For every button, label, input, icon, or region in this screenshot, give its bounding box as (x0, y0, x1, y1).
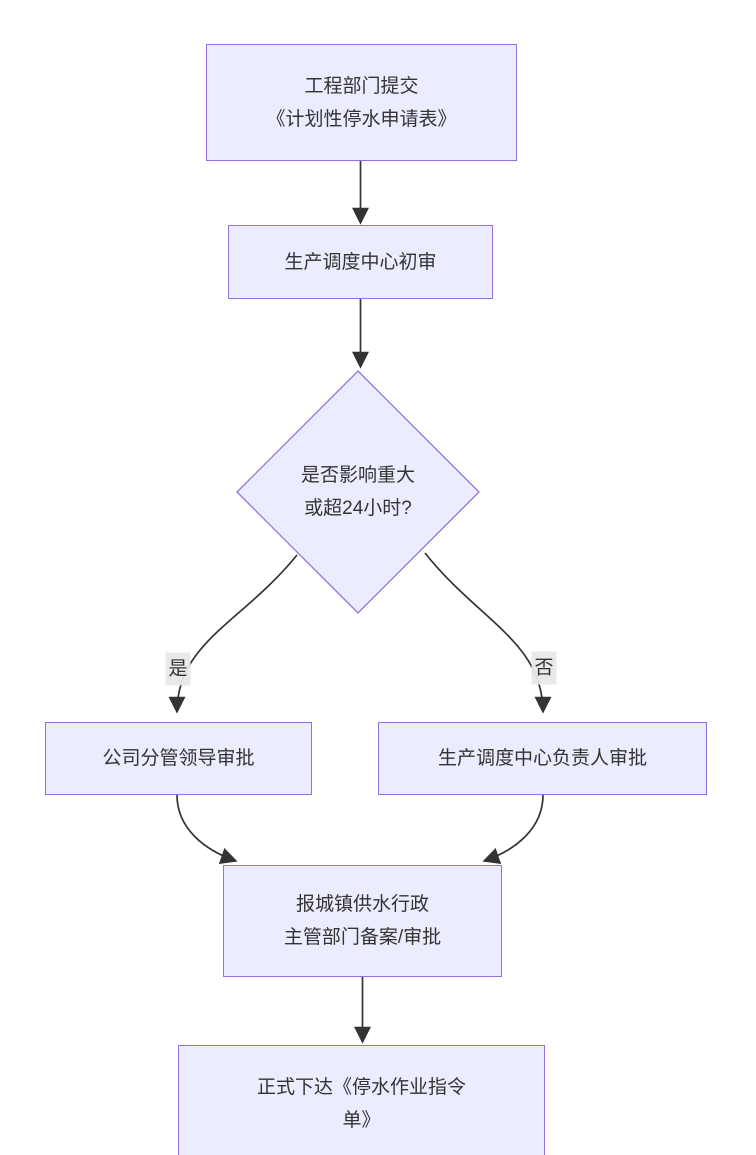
decision-major-impact: 是否影响重大 或超24小时? (258, 442, 458, 542)
node-submit-application-label: 工程部门提交 《计划性停水申请表》 (266, 75, 457, 130)
node-initial-review: 生产调度中心初审 (228, 225, 493, 299)
edge-dispatch-head-to-report (482, 794, 544, 865)
edge-decision-no-to-dispatch-head-approval (424, 552, 552, 714)
decision-diamond-shape (236, 370, 480, 614)
edge-leader-approval-to-report (176, 794, 238, 865)
edge-decision-yes-to-leader-approval (168, 554, 298, 714)
node-issue-order-label: 正式下达《停水作业指令 单》 (256, 1076, 466, 1131)
edge-label-yes: 是 (165, 652, 191, 686)
node-issue-order: 正式下达《停水作业指令 单》 (178, 1045, 545, 1155)
decision-major-impact-label: 是否影响重大 或超24小时? (300, 465, 415, 519)
node-initial-review-label: 生产调度中心初审 (284, 251, 437, 273)
node-submit-application: 工程部门提交 《计划性停水申请表》 (206, 44, 517, 161)
node-report-authority-label: 报城镇供水行政 主管部门备案/审批 (283, 894, 442, 948)
node-report-authority: 报城镇供水行政 主管部门备案/审批 (223, 865, 502, 977)
node-dispatch-head-approval-label: 生产调度中心负责人审批 (437, 748, 647, 769)
node-leader-approval-label: 公司分管领导审批 (102, 748, 255, 769)
node-leader-approval: 公司分管领导审批 (45, 722, 312, 795)
edge-label-no: 否 (531, 651, 557, 685)
node-dispatch-head-approval: 生产调度中心负责人审批 (378, 722, 707, 795)
